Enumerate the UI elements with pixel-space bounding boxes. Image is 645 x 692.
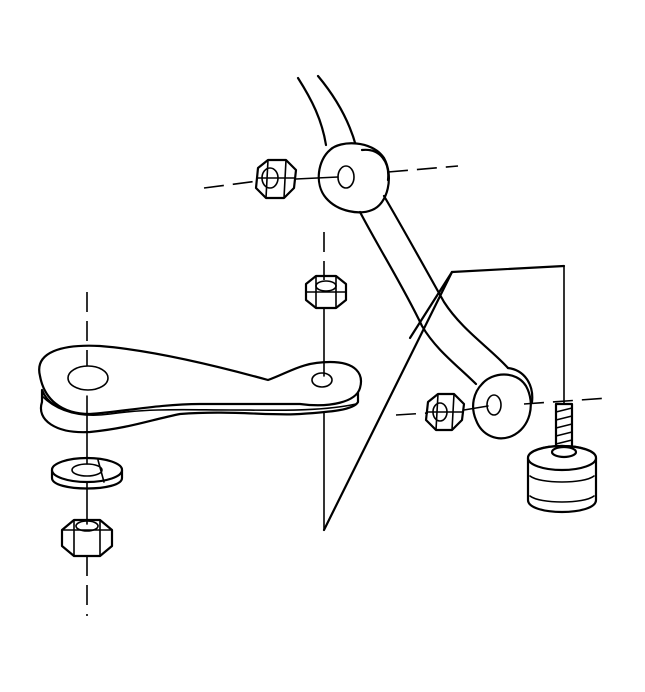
leader-lines — [322, 264, 566, 532]
hex-nut — [424, 392, 466, 432]
lock-washer — [50, 456, 124, 490]
hex-nut — [60, 518, 114, 558]
pitman-arm — [38, 344, 363, 434]
ball-stud — [526, 402, 598, 514]
relay-rod-arm — [296, 74, 534, 440]
hex-nut — [254, 158, 298, 200]
hex-nut — [304, 274, 348, 310]
center-lines — [86, 165, 609, 616]
